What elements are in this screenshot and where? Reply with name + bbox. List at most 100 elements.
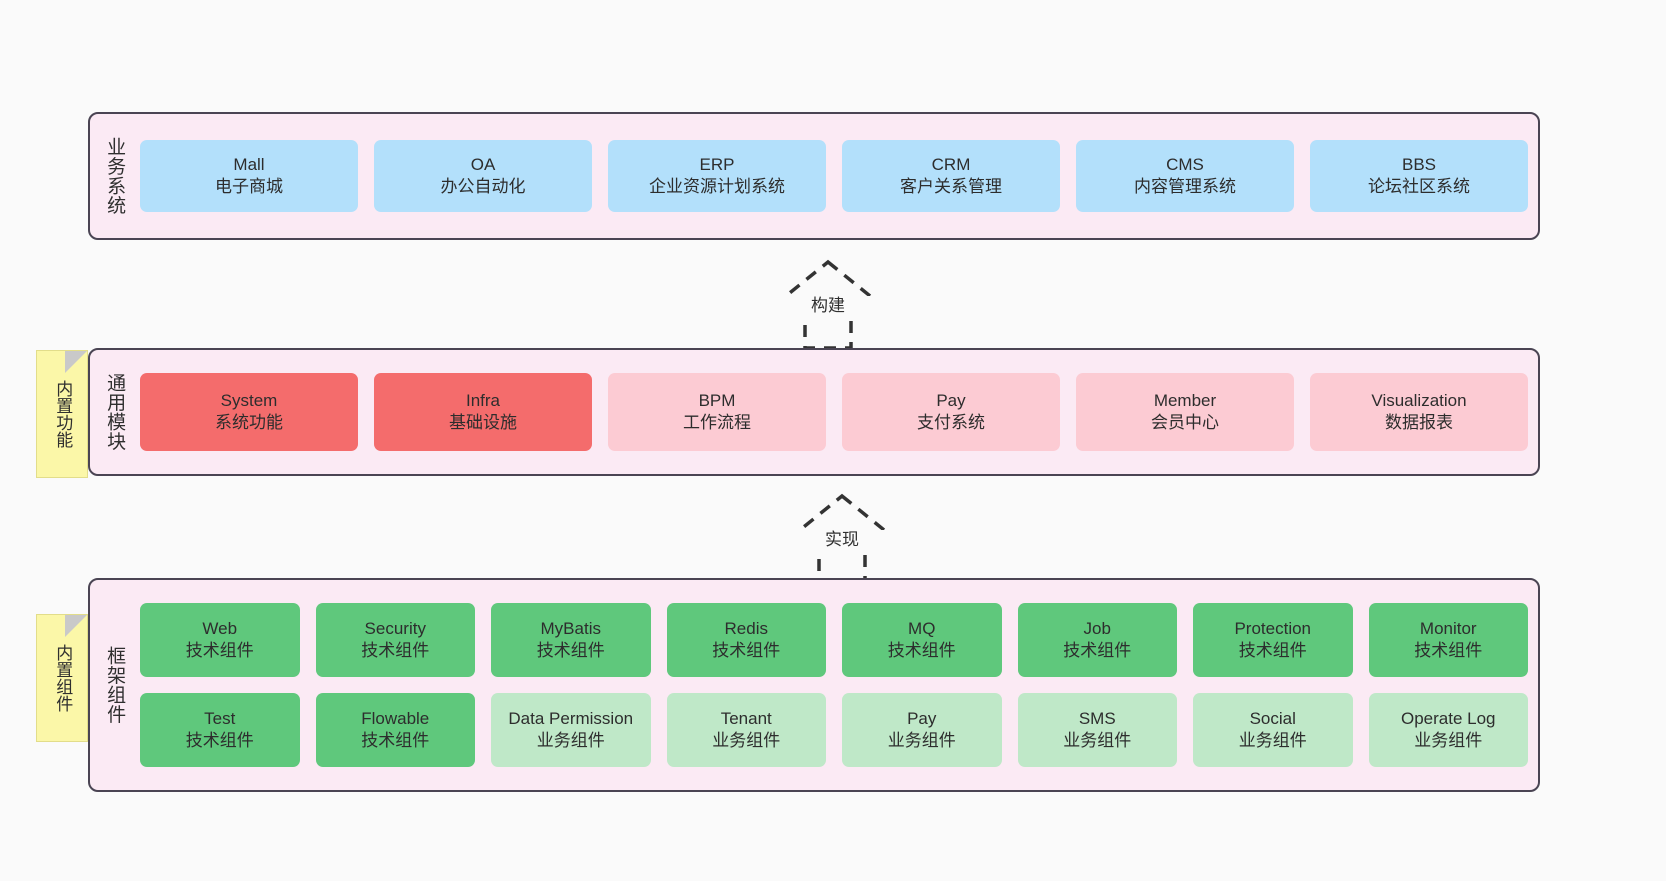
card-oa[interactable]: OA 办公自动化 xyxy=(374,140,592,212)
card-row: Test 技术组件 Flowable 技术组件 Data Permission … xyxy=(140,693,1528,767)
card-title: Infra xyxy=(465,390,501,410)
card-title: Operate Log xyxy=(1400,708,1496,728)
card-subtitle: 技术组件 xyxy=(1063,641,1132,660)
card-title: Social xyxy=(1249,708,1296,728)
layer-title-common: 通用模块 xyxy=(104,373,126,451)
card-sms[interactable]: SMS 业务组件 xyxy=(1017,693,1177,767)
layer-title-business: 业务系统 xyxy=(104,137,126,215)
card-security[interactable]: Security 技术组件 xyxy=(315,603,475,677)
card-subtitle: 技术组件 xyxy=(1414,641,1483,660)
card-subtitle: 客户关系管理 xyxy=(900,177,1002,196)
card-subtitle: 业务组件 xyxy=(1414,731,1483,750)
card-tenant[interactable]: Tenant 业务组件 xyxy=(666,693,826,767)
card-title: Data Permission xyxy=(508,708,634,728)
layer-title-frame: 框架组件 xyxy=(104,646,126,724)
layer-business-systems: 业务系统 Mall 电子商城 OA 办公自动化 ERP 企业资源计划系统 CRM… xyxy=(88,112,1540,240)
card-operate-log[interactable]: Operate Log 业务组件 xyxy=(1368,693,1528,767)
card-subtitle: 会员中心 xyxy=(1151,413,1219,432)
card-title: Flowable xyxy=(361,708,430,728)
card-subtitle: 业务组件 xyxy=(536,731,605,750)
sticky-note-builtin-components: 内置组件 xyxy=(36,614,88,742)
card-subtitle: 技术组件 xyxy=(361,731,430,750)
card-data-permission[interactable]: Data Permission 业务组件 xyxy=(491,693,651,767)
card-subtitle: 业务组件 xyxy=(1063,731,1132,750)
card-mq[interactable]: MQ 技术组件 xyxy=(842,603,1002,677)
card-social[interactable]: Social 业务组件 xyxy=(1193,693,1353,767)
card-cms[interactable]: CMS 内容管理系统 xyxy=(1076,140,1294,212)
arrow-head-triangle xyxy=(785,493,899,540)
card-subtitle: 内容管理系统 xyxy=(1134,177,1236,196)
arrow-implement: 实现 xyxy=(762,492,922,584)
card-crm[interactable]: CRM 客户关系管理 xyxy=(842,140,1060,212)
card-subtitle: 业务组件 xyxy=(1238,731,1307,750)
card-title: BPM xyxy=(698,390,736,410)
card-bbs[interactable]: BBS 论坛社区系统 xyxy=(1310,140,1528,212)
card-title: Pay xyxy=(936,390,966,410)
card-pay-component[interactable]: Pay 业务组件 xyxy=(842,693,1002,767)
card-subtitle: 技术组件 xyxy=(536,641,605,660)
card-subtitle: 数据报表 xyxy=(1385,413,1453,432)
card-subtitle: 工作流程 xyxy=(683,413,751,432)
card-title: OA xyxy=(470,154,496,174)
card-monitor[interactable]: Monitor 技术组件 xyxy=(1368,603,1528,677)
card-subtitle: 系统功能 xyxy=(215,413,283,432)
card-row: System 系统功能 Infra 基础设施 BPM 工作流程 Pay 支付系统… xyxy=(140,373,1528,451)
card-title: CMS xyxy=(1166,154,1204,174)
card-infra[interactable]: Infra 基础设施 xyxy=(374,373,592,451)
card-subtitle: 电子商城 xyxy=(215,177,283,196)
arrow-build: 构建 xyxy=(748,258,908,350)
arrow-label-build: 构建 xyxy=(748,296,908,317)
card-subtitle: 基础设施 xyxy=(449,413,517,432)
card-title: SMS xyxy=(1078,708,1116,728)
card-title: Mall xyxy=(233,154,265,174)
sticky-note-builtin-features: 内置功能 xyxy=(36,350,88,478)
card-mybatis[interactable]: MyBatis 技术组件 xyxy=(491,603,651,677)
layer-framework-components: 框架组件 Web 技术组件 Security 技术组件 MyBatis 技术组件… xyxy=(88,578,1540,792)
arrow-head-triangle xyxy=(771,259,885,306)
card-title: MQ xyxy=(908,618,936,638)
card-row: Mall 电子商城 OA 办公自动化 ERP 企业资源计划系统 CRM 客户关系… xyxy=(140,140,1528,212)
card-subtitle: 论坛社区系统 xyxy=(1368,177,1470,196)
card-title: Member xyxy=(1153,390,1217,410)
card-subtitle: 技术组件 xyxy=(185,641,254,660)
card-test[interactable]: Test 技术组件 xyxy=(140,693,300,767)
card-subtitle: 技术组件 xyxy=(1238,641,1307,660)
card-job[interactable]: Job 技术组件 xyxy=(1017,603,1177,677)
card-title: Test xyxy=(204,708,236,728)
card-title: ERP xyxy=(699,154,735,174)
card-member[interactable]: Member 会员中心 xyxy=(1076,373,1294,451)
card-mall[interactable]: Mall 电子商城 xyxy=(140,140,358,212)
card-bpm[interactable]: BPM 工作流程 xyxy=(608,373,826,451)
card-title: Tenant xyxy=(720,708,772,728)
layer-body-business: Mall 电子商城 OA 办公自动化 ERP 企业资源计划系统 CRM 客户关系… xyxy=(134,122,1528,230)
card-subtitle: 技术组件 xyxy=(887,641,956,660)
card-title: Web xyxy=(202,618,238,638)
card-web[interactable]: Web 技术组件 xyxy=(140,603,300,677)
card-title: MyBatis xyxy=(540,618,601,638)
card-flowable[interactable]: Flowable 技术组件 xyxy=(315,693,475,767)
card-title: Redis xyxy=(724,618,768,638)
card-title: Pay xyxy=(907,708,937,728)
card-protection[interactable]: Protection 技术组件 xyxy=(1193,603,1353,677)
card-subtitle: 办公自动化 xyxy=(440,177,526,196)
card-pay[interactable]: Pay 支付系统 xyxy=(842,373,1060,451)
card-title: BBS xyxy=(1401,154,1437,174)
card-title: System xyxy=(220,390,278,410)
card-subtitle: 业务组件 xyxy=(887,731,956,750)
card-subtitle: 企业资源计划系统 xyxy=(649,177,785,196)
layer-common-modules: 通用模块 System 系统功能 Infra 基础设施 BPM 工作流程 Pay… xyxy=(88,348,1540,476)
card-subtitle: 技术组件 xyxy=(361,641,430,660)
layer-body-common: System 系统功能 Infra 基础设施 BPM 工作流程 Pay 支付系统… xyxy=(134,358,1528,466)
card-title: Security xyxy=(364,618,426,638)
card-subtitle: 技术组件 xyxy=(185,731,254,750)
layer-body-frame: Web 技术组件 Security 技术组件 MyBatis 技术组件 Redi… xyxy=(134,588,1528,782)
card-title: Job xyxy=(1083,618,1111,638)
card-system[interactable]: System 系统功能 xyxy=(140,373,358,451)
card-visualization[interactable]: Visualization 数据报表 xyxy=(1310,373,1528,451)
card-title: Visualization xyxy=(1371,390,1467,410)
card-title: CRM xyxy=(931,154,971,174)
card-title: Protection xyxy=(1234,618,1312,638)
card-redis[interactable]: Redis 技术组件 xyxy=(666,603,826,677)
card-erp[interactable]: ERP 企业资源计划系统 xyxy=(608,140,826,212)
card-row: Web 技术组件 Security 技术组件 MyBatis 技术组件 Redi… xyxy=(140,603,1528,677)
